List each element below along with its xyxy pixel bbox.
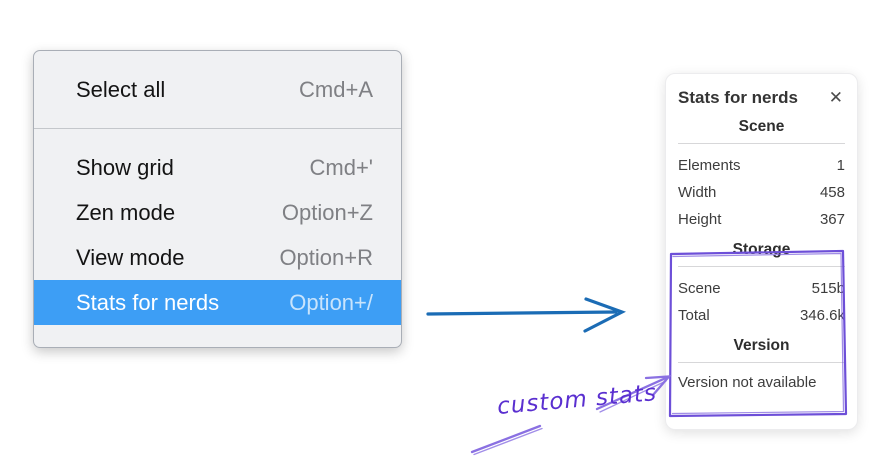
section-divider xyxy=(678,143,845,144)
stat-value: 458 xyxy=(819,184,845,201)
menu-item-shortcut: Cmd+A xyxy=(299,76,373,102)
context-menu: Select all Cmd+A Show grid Cmd+' Zen mod… xyxy=(33,50,402,348)
stat-value: 515b xyxy=(811,280,845,297)
menu-item-shortcut: Option+/ xyxy=(289,289,373,315)
stat-row-scene-storage: Scene 515b xyxy=(678,275,845,302)
stat-label: Height xyxy=(678,211,722,228)
stat-row-elements: Elements 1 xyxy=(678,152,845,179)
stat-value: 367 xyxy=(819,211,845,228)
menu-item-zen-mode[interactable]: Zen mode Option+Z xyxy=(34,190,401,235)
menu-item-shortcut: Cmd+' xyxy=(309,154,374,180)
menu-item-show-grid[interactable]: Show grid Cmd+' xyxy=(34,145,401,190)
stat-value: 346.6k xyxy=(799,307,845,324)
section-heading: Version xyxy=(733,337,790,354)
version-note: Version not available xyxy=(678,374,817,391)
menu-item-stats-for-nerds[interactable]: Stats for nerds Option+/ xyxy=(34,280,401,325)
menu-item-shortcut: Option+R xyxy=(279,244,373,270)
stat-label: Scene xyxy=(678,280,721,297)
menu-item-label: View mode xyxy=(76,244,185,270)
menu-divider xyxy=(34,128,401,129)
stats-panel-header: Stats for nerds ✕ xyxy=(678,87,845,108)
section-heading: Scene xyxy=(738,118,785,135)
stat-label: Elements xyxy=(678,157,741,174)
menu-item-label: Show grid xyxy=(76,154,174,180)
menu-group-bottom: Show grid Cmd+' Zen mode Option+Z View m… xyxy=(34,129,401,325)
stat-row-width: Width 458 xyxy=(678,179,845,206)
menu-item-label: Select all xyxy=(76,76,166,102)
stat-label: Total xyxy=(678,307,710,324)
stats-section-version: Version Version not available xyxy=(678,337,845,391)
menu-item-view-mode[interactable]: View mode Option+R xyxy=(34,235,401,280)
menu-to-panel-arrow xyxy=(426,297,627,333)
menu-item-select-all[interactable]: Select all Cmd+A xyxy=(34,51,401,128)
menu-item-label: Stats for nerds xyxy=(76,289,220,315)
stat-label: Width xyxy=(678,184,717,201)
stats-panel-title: Stats for nerds xyxy=(678,87,798,107)
stats-panel: Stats for nerds ✕ Scene Elements 1 Width… xyxy=(665,73,858,430)
stats-section-storage: Storage Scene 515b Total 346.6k xyxy=(678,241,845,329)
menu-group-top: Select all Cmd+A xyxy=(34,51,401,128)
stat-row-height: Height 367 xyxy=(678,206,845,233)
stats-section-scene: Scene Elements 1 Width 458 Height 367 xyxy=(678,118,845,233)
annotation-label: custom stats xyxy=(496,380,658,420)
close-icon[interactable]: ✕ xyxy=(828,88,843,107)
section-heading: Storage xyxy=(732,241,791,258)
annotation-tail-line xyxy=(470,424,543,456)
section-divider xyxy=(678,266,845,267)
menu-item-label: Zen mode xyxy=(76,199,176,225)
menu-item-shortcut: Option+Z xyxy=(281,199,373,225)
section-divider xyxy=(678,362,845,363)
stat-value: 1 xyxy=(836,157,845,174)
stat-row-total-storage: Total 346.6k xyxy=(678,302,845,329)
